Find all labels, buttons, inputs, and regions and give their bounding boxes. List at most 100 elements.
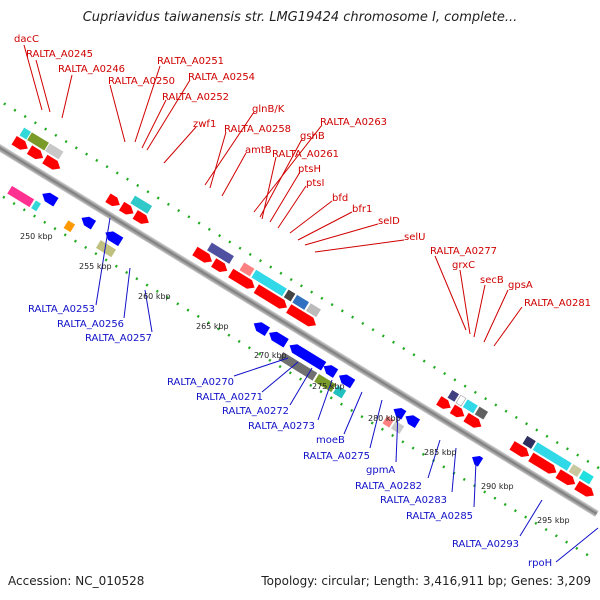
feature-box[interactable] bbox=[7, 185, 35, 208]
gene-label-dacC[interactable]: dacC bbox=[14, 34, 39, 45]
gene-label-gpma[interactable]: gpmA bbox=[366, 465, 395, 476]
gene-arrow[interactable] bbox=[118, 201, 136, 218]
gene-label-ralta-a0281[interactable]: RALTA_A0281 bbox=[524, 298, 591, 309]
gene-arrow[interactable] bbox=[463, 412, 484, 431]
gene-label-ralta-a0283[interactable]: RALTA_A0283 bbox=[380, 495, 447, 506]
gene-label-ralta-a0257[interactable]: RALTA_A0257 bbox=[85, 333, 152, 344]
gene-arrow[interactable] bbox=[79, 214, 97, 230]
feature-box[interactable] bbox=[314, 373, 336, 393]
feature-box[interactable] bbox=[305, 303, 321, 318]
feature-box[interactable] bbox=[207, 242, 234, 264]
gene-arrow[interactable] bbox=[26, 145, 46, 162]
gene-arrow[interactable] bbox=[391, 405, 407, 420]
gene-label-rpoh[interactable]: rpoH bbox=[528, 558, 552, 569]
gene-arrow[interactable] bbox=[555, 469, 578, 488]
topology-label: Topology: circular; Length: 3,416,911 bp… bbox=[261, 574, 591, 588]
gene-arrow[interactable] bbox=[509, 441, 531, 460]
gene-arrow[interactable] bbox=[528, 452, 559, 477]
gene-label-ralta-a0285[interactable]: RALTA_A0285 bbox=[406, 511, 473, 522]
feature-box[interactable] bbox=[578, 470, 594, 485]
gene-arrow[interactable] bbox=[266, 329, 289, 348]
gene-arrow[interactable] bbox=[287, 341, 327, 371]
gene-label-ralta-a0258[interactable]: RALTA_A0258 bbox=[224, 124, 291, 135]
gene-arrow[interactable] bbox=[105, 193, 122, 209]
gene-label-ralta-a0245[interactable]: RALTA_A0245 bbox=[26, 49, 93, 60]
gene-arrow[interactable] bbox=[436, 396, 453, 412]
gene-label-ralta-a0261[interactable]: RALTA_A0261 bbox=[272, 149, 339, 160]
gene-label-ralta-a0254[interactable]: RALTA_A0254 bbox=[188, 72, 255, 83]
gene-label-ralta-a0263[interactable]: RALTA_A0263 bbox=[320, 117, 387, 128]
feature-box[interactable] bbox=[447, 389, 460, 402]
gene-label-ralta-a0293[interactable]: RALTA_A0293 bbox=[452, 539, 519, 550]
gene-arrow[interactable] bbox=[132, 210, 152, 227]
feature-box[interactable] bbox=[19, 127, 32, 140]
gene-label-bfr1[interactable]: bfr1 bbox=[352, 204, 372, 215]
gene-arrow[interactable] bbox=[469, 453, 484, 467]
gene-arrow[interactable] bbox=[211, 258, 230, 275]
gene-label-seld[interactable]: selD bbox=[378, 216, 400, 227]
feature-box[interactable] bbox=[333, 385, 347, 399]
feature-box[interactable] bbox=[568, 464, 582, 478]
scale-ticks: 250 kbp 255 kbp 260 kbp 265 kbp 270 kbp … bbox=[20, 232, 570, 525]
feature-box[interactable] bbox=[45, 143, 64, 160]
feature-box[interactable] bbox=[462, 399, 478, 414]
gene-label-ralta-a0246[interactable]: RALTA_A0246 bbox=[58, 64, 125, 75]
gene-label-ptsh[interactable]: ptsH bbox=[298, 164, 321, 175]
gene-label-ralta-a0256[interactable]: RALTA_A0256 bbox=[57, 319, 124, 330]
gene-label-glnb-k[interactable]: glnB/K bbox=[252, 104, 285, 115]
feature-box[interactable] bbox=[283, 289, 296, 302]
gene-label-ralta-a0251[interactable]: RALTA_A0251 bbox=[157, 56, 224, 67]
gene-label-ralta-a0273[interactable]: RALTA_A0273 bbox=[248, 421, 315, 432]
gene-label-ralta-a0270[interactable]: RALTA_A0270 bbox=[167, 377, 234, 388]
feature-box[interactable] bbox=[292, 294, 309, 310]
gene-arrow[interactable] bbox=[192, 246, 214, 266]
gene-label-ralta-a0250[interactable]: RALTA_A0250 bbox=[108, 76, 175, 87]
gene-arrow[interactable] bbox=[286, 304, 319, 329]
gene-label-gpsa[interactable]: gpsA bbox=[508, 280, 533, 291]
feature-box[interactable] bbox=[239, 262, 255, 277]
feature-box[interactable] bbox=[278, 351, 318, 381]
feature-box[interactable] bbox=[382, 415, 394, 428]
gene-label-ralta-a0272[interactable]: RALTA_A0272 bbox=[222, 406, 289, 417]
gene-label-ralta-a0253[interactable]: RALTA_A0253 bbox=[28, 304, 95, 315]
gene-arrow[interactable] bbox=[251, 319, 270, 337]
feature-box[interactable] bbox=[130, 195, 153, 214]
gene-arrow[interactable] bbox=[42, 154, 63, 173]
gene-label-ralta-a0271[interactable]: RALTA_A0271 bbox=[196, 392, 263, 403]
gene-arrow[interactable] bbox=[11, 135, 31, 153]
feature-box[interactable] bbox=[532, 442, 572, 471]
gene-label-selu[interactable]: selU bbox=[404, 232, 425, 243]
gene-arrow[interactable] bbox=[228, 268, 257, 292]
feature-box[interactable] bbox=[251, 269, 287, 297]
gene-label-zwf1[interactable]: zwf1 bbox=[193, 119, 216, 130]
gene-label-ralta-a0282[interactable]: RALTA_A0282 bbox=[355, 481, 422, 492]
gene-label-grxc[interactable]: grxC bbox=[452, 260, 475, 271]
gene-label-ralta-a0252[interactable]: RALTA_A0252 bbox=[162, 92, 229, 103]
gene-label-bfd[interactable]: bfd bbox=[332, 193, 348, 204]
feature-box[interactable] bbox=[95, 240, 117, 258]
map-title: Cupriavidus taiwanensis str. LMG19424 ch… bbox=[82, 10, 518, 25]
gene-label-secb[interactable]: secB bbox=[480, 275, 504, 286]
feature-box[interactable] bbox=[31, 200, 41, 212]
feature-box[interactable] bbox=[522, 435, 536, 449]
gene-label-moeb[interactable]: moeB bbox=[316, 435, 345, 446]
gene-arrow[interactable] bbox=[449, 404, 467, 421]
forward-labels: dacC RALTA_A0245 RALTA_A0246 RALTA_A0251… bbox=[14, 34, 591, 347]
gene-label-ptsi[interactable]: ptsI bbox=[306, 178, 324, 189]
feature-box[interactable] bbox=[27, 132, 49, 151]
gene-arrow[interactable] bbox=[321, 362, 339, 378]
gene-arrow[interactable] bbox=[103, 228, 124, 247]
gene-label-gshb[interactable]: gshB bbox=[300, 131, 325, 142]
gene-label-ralta-a0275[interactable]: RALTA_A0275 bbox=[303, 451, 370, 462]
gene-label-amtb[interactable]: amtB bbox=[245, 145, 272, 156]
feature-box[interactable] bbox=[455, 394, 467, 407]
feature-box[interactable] bbox=[474, 406, 489, 420]
gene-label-ralta-a0277[interactable]: RALTA_A0277 bbox=[430, 246, 497, 257]
gene-arrow[interactable] bbox=[40, 190, 59, 207]
gene-arrow[interactable] bbox=[403, 412, 421, 429]
gene-arrow[interactable] bbox=[253, 284, 290, 311]
feature-box[interactable] bbox=[63, 220, 76, 233]
gene-arrow[interactable] bbox=[336, 371, 356, 389]
gene-arrow[interactable] bbox=[574, 480, 596, 500]
